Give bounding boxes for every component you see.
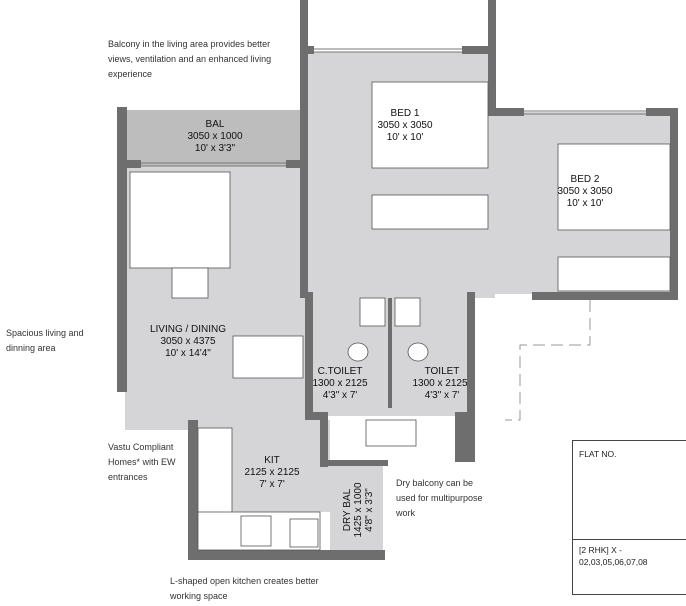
toilet-basin xyxy=(394,297,421,327)
kit-imperial: 7' x 7' xyxy=(259,479,285,490)
bed1-name: BED 1 xyxy=(391,108,420,119)
dining-table xyxy=(232,335,304,379)
furniture xyxy=(129,81,671,551)
floor-kitchen xyxy=(230,420,330,512)
bed1-imperial: 10' x 10' xyxy=(387,132,424,143)
ctoilet-basin xyxy=(359,297,386,327)
floor-balcony xyxy=(125,110,303,166)
living-metric: 3050 x 4375 xyxy=(160,336,215,347)
kit-name: KIT xyxy=(264,455,280,466)
bed2-imperial: 10' x 10' xyxy=(567,198,604,209)
walls xyxy=(117,0,678,560)
shaft xyxy=(365,419,417,447)
bed2-metric: 3050 x 3050 xyxy=(557,186,612,197)
ctoilet-name: C.TOILET xyxy=(318,366,363,377)
flat-type-line1: [2 RHK] X - xyxy=(579,545,622,555)
bed1-wardrobe xyxy=(371,194,489,230)
living-name: LIVING / DINING xyxy=(150,324,226,335)
kit-metric: 2125 x 2125 xyxy=(244,467,299,478)
bed1-bed xyxy=(371,81,489,169)
flat-type: [2 RHK] X - 02,03,05,06,07,08 xyxy=(573,539,686,572)
sink xyxy=(289,518,319,548)
note-balcony: Balcony in the living area provides bett… xyxy=(108,39,272,79)
bed2-bed xyxy=(557,143,671,231)
bed2-wardrobe xyxy=(557,256,671,292)
note-living: Spacious living and dinning area xyxy=(6,328,84,353)
bal-imperial: 10' x 3'3" xyxy=(195,143,236,154)
bal-metric: 3050 x 1000 xyxy=(187,131,242,142)
drybal-name: DRY BAL xyxy=(342,488,353,531)
ctoilet-metric: 1300 x 2125 xyxy=(312,378,367,389)
sofa xyxy=(129,171,231,269)
dashed-outline xyxy=(505,300,591,421)
toilet-metric: 1300 x 2125 xyxy=(412,378,467,389)
flat-no-title: FLAT NO. xyxy=(579,449,617,459)
flat-type-line2: 02,03,05,06,07,08 xyxy=(579,557,648,567)
drybal-imperial: 4'8" x 3'3" xyxy=(364,488,375,532)
bed1-metric: 3050 x 3050 xyxy=(377,120,432,131)
bal-name: BAL xyxy=(206,119,225,130)
toilet-name: TOILET xyxy=(425,366,460,377)
armchair xyxy=(171,267,209,299)
floor-drybal xyxy=(330,466,383,550)
note-kitchen: L-shaped open kitchen creates better wor… xyxy=(170,576,319,601)
stove xyxy=(240,515,272,547)
toilet-imperial: 4'3" x 7' xyxy=(425,390,460,401)
ctoilet-imperial: 4'3" x 7' xyxy=(323,390,358,401)
living-imperial: 10' x 14'4" xyxy=(165,348,211,359)
flat-number-box: FLAT NO. [2 RHK] X - 02,03,05,06,07,08 xyxy=(572,440,686,595)
drybal-metric: 1425 x 1000 xyxy=(353,482,364,537)
toilet-wc xyxy=(407,342,429,362)
bed2-name: BED 2 xyxy=(571,174,600,185)
floor-passage xyxy=(305,240,495,298)
ctoilet-wc xyxy=(347,342,369,362)
note-vastu: Vastu Compliant Homes* with EW entrances xyxy=(108,442,176,482)
windows xyxy=(141,48,646,167)
note-dry-balcony: Dry balcony can be used for multipurpose… xyxy=(396,478,483,518)
room-labels: BAL 3050 x 1000 10' x 3'3" BED 1 3050 x … xyxy=(150,108,613,538)
